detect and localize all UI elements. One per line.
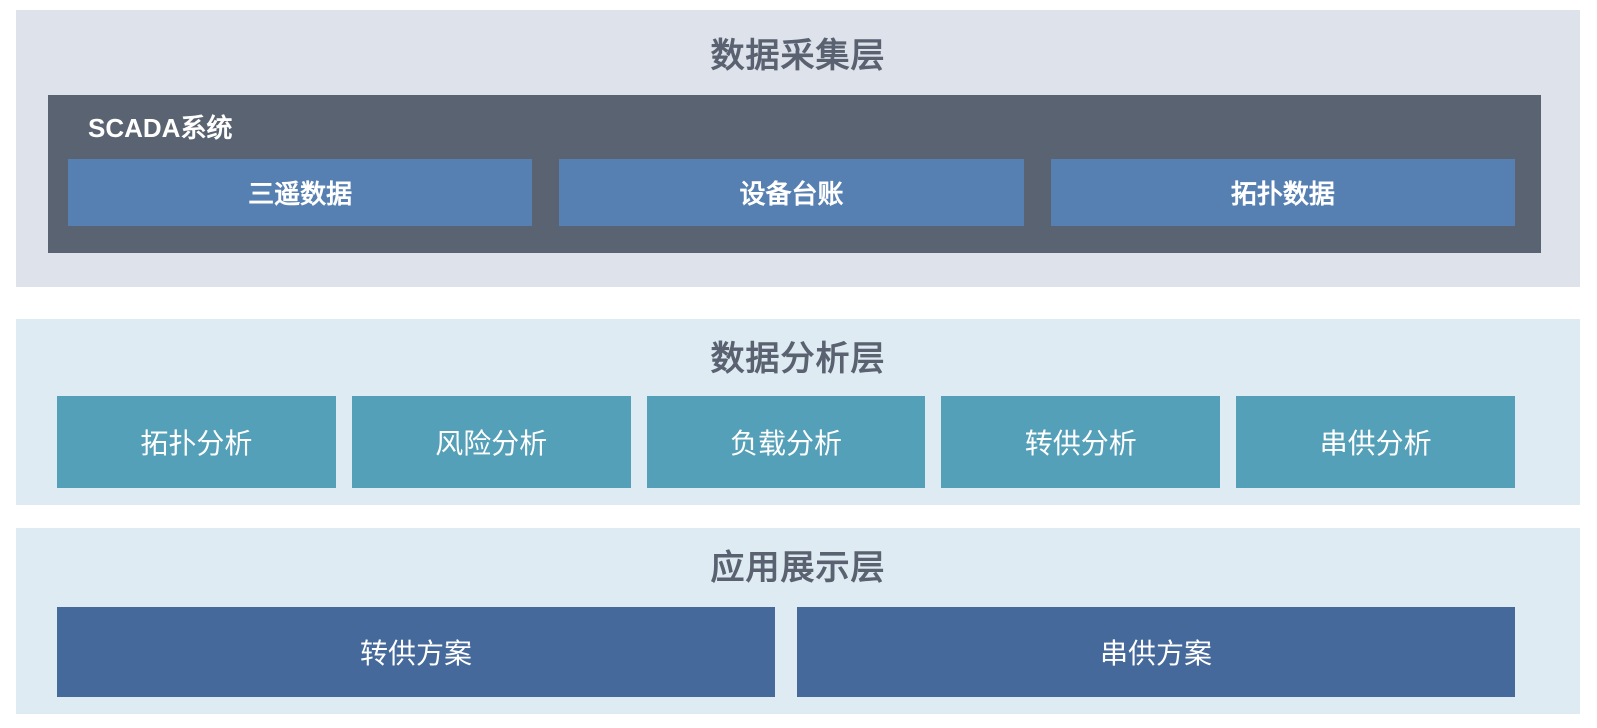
node-topology-data: 拓扑数据: [1050, 159, 1515, 226]
scada-nodes-row: 三遥数据 设备台账 拓扑数据: [68, 159, 1515, 226]
node-transfer-supply-analysis: 转供分析: [941, 396, 1221, 488]
node-series-supply-plan: 串供方案: [797, 607, 1515, 697]
node-topology-analysis: 拓扑分析: [57, 396, 336, 488]
display-nodes-row: 转供方案 串供方案: [57, 607, 1515, 697]
data-analysis-layer-title: 数据分析层: [710, 340, 886, 378]
data-collection-layer-title: 数据采集层: [710, 37, 886, 75]
node-equipment-ledger: 设备台账: [559, 159, 1024, 226]
scada-system-group: SCADA系统 三遥数据 设备台账 拓扑数据: [48, 95, 1541, 253]
application-display-layer-title: 应用展示层: [710, 549, 886, 587]
node-risk-analysis: 风险分析: [351, 396, 631, 488]
node-telemetry-data: 三遥数据: [68, 159, 533, 226]
layer-application-display: 应用展示层 转供方案 串供方案: [16, 528, 1580, 714]
node-series-supply-analysis: 串供分析: [1236, 396, 1515, 488]
layer-data-collection: 数据采集层 SCADA系统 三遥数据 设备台账 拓扑数据: [16, 10, 1580, 287]
scada-system-label: SCADA系统: [88, 113, 233, 143]
node-transfer-supply-plan: 转供方案: [57, 607, 775, 697]
node-load-analysis: 负载分析: [646, 396, 926, 488]
analysis-nodes-row: 拓扑分析 风险分析 负载分析 转供分析 串供分析: [57, 396, 1515, 488]
layer-data-analysis: 数据分析层 拓扑分析 风险分析 负载分析 转供分析 串供分析: [16, 319, 1580, 505]
